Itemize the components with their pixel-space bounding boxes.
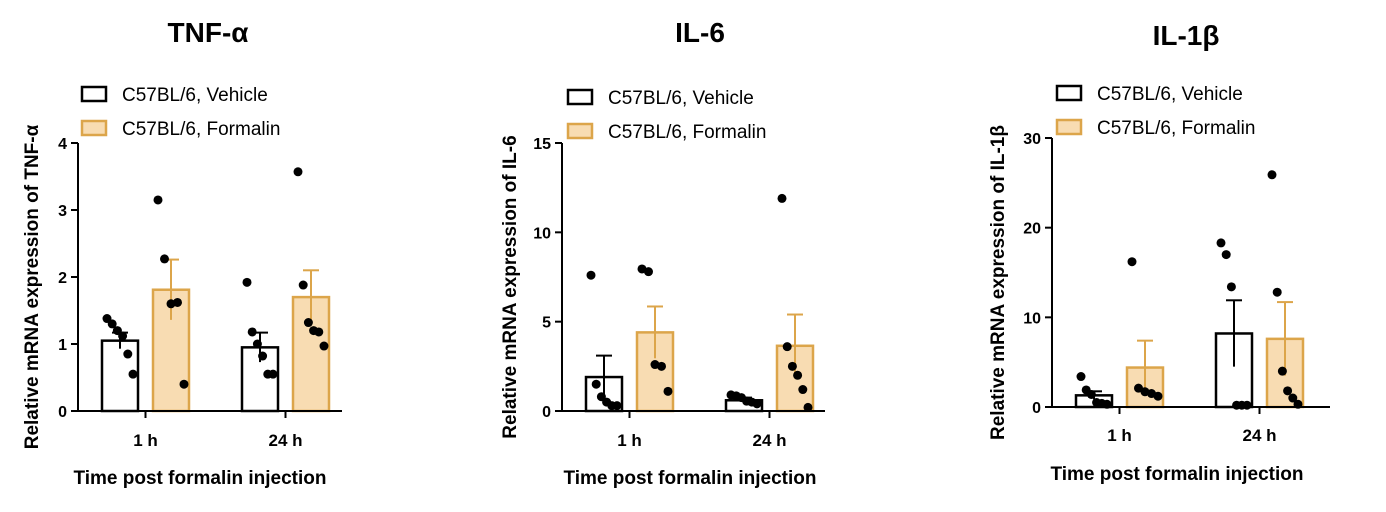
y-tick-label: 5 <box>542 315 551 332</box>
data-point <box>118 331 128 341</box>
data-point <box>123 349 133 359</box>
x-tick-label: 24 h <box>752 431 786 450</box>
y-axis-label: Relative mRNA expression of TNF-α <box>22 124 43 449</box>
legend-swatch <box>1055 118 1083 136</box>
data-point <box>153 195 163 205</box>
x-axis-label: Time post formalin injection <box>73 468 326 489</box>
legend-label: C57BL/6, Vehicle <box>122 85 268 106</box>
data-point <box>1267 170 1277 180</box>
data-point <box>319 341 329 351</box>
data-point <box>798 385 808 395</box>
data-point <box>1283 386 1293 396</box>
chart-title: IL-6 <box>675 17 725 48</box>
data-point <box>591 379 601 389</box>
y-tick-label: 20 <box>1023 221 1041 238</box>
data-point <box>803 402 813 412</box>
data-point <box>298 280 308 290</box>
data-point <box>252 339 262 349</box>
y-axis-label: Relative mRNA expression of IL-6 <box>500 135 521 438</box>
legend-swatch <box>566 88 594 106</box>
data-point <box>1153 391 1163 401</box>
chart-title: TNF-α <box>168 17 249 48</box>
legend-label: C57BL/6, Vehicle <box>1097 84 1243 105</box>
chart-title: IL-1β <box>1153 20 1220 51</box>
y-tick-label: 15 <box>533 136 551 153</box>
data-point <box>1277 366 1287 376</box>
y-tick-label: 10 <box>533 225 551 242</box>
data-point <box>644 267 653 277</box>
data-point <box>179 379 189 389</box>
data-point <box>128 369 138 379</box>
data-point <box>1216 238 1226 248</box>
data-point <box>1076 372 1086 382</box>
legend-swatch <box>566 122 594 140</box>
legend-label: C57BL/6, Vehicle <box>608 88 754 109</box>
x-axis-label: Time post formalin injection <box>1050 464 1303 485</box>
legend-label: C57BL/6, Formalin <box>608 122 766 143</box>
y-tick-label: 0 <box>542 404 551 421</box>
legend-swatch <box>80 119 108 137</box>
x-tick-label: 1 h <box>133 431 158 450</box>
data-point <box>782 342 792 352</box>
legend-label: C57BL/6, Formalin <box>122 119 280 140</box>
data-point <box>258 351 268 361</box>
data-point <box>612 401 622 411</box>
y-tick-label: 0 <box>58 404 67 421</box>
data-point <box>314 327 324 337</box>
y-tick-label: 3 <box>58 203 67 220</box>
data-point <box>586 270 596 280</box>
y-tick-label: 1 <box>58 337 67 354</box>
y-tick-label: 10 <box>1023 310 1041 327</box>
legend-swatch <box>80 85 108 103</box>
data-point <box>160 254 169 264</box>
data-point <box>107 319 117 329</box>
x-tick-label: 1 h <box>617 431 642 450</box>
y-tick-label: 2 <box>58 270 67 287</box>
data-point <box>1226 282 1236 292</box>
data-point <box>793 370 803 380</box>
y-tick-label: 30 <box>1023 131 1041 148</box>
data-point <box>1086 389 1096 399</box>
data-point <box>293 167 303 177</box>
y-tick-label: 4 <box>58 136 67 153</box>
data-point <box>787 361 797 371</box>
x-axis-label: Time post formalin injection <box>563 468 816 489</box>
data-point <box>1242 400 1252 410</box>
data-point <box>247 327 257 337</box>
data-point <box>1272 287 1282 297</box>
data-point <box>1288 393 1298 403</box>
data-point <box>173 297 182 307</box>
x-tick-label: 24 h <box>1242 426 1276 445</box>
x-tick-label: 24 h <box>268 431 302 450</box>
data-point <box>268 369 278 379</box>
legend-swatch <box>1055 84 1083 102</box>
y-tick-label: 0 <box>1032 400 1041 417</box>
data-point <box>777 193 787 203</box>
y-axis-label: Relative mRNA expression of IL-1β <box>988 125 1009 440</box>
x-tick-label: 1 h <box>1107 426 1132 445</box>
data-point <box>663 386 673 396</box>
data-point <box>242 277 252 287</box>
data-point <box>1127 257 1137 267</box>
data-point <box>657 361 666 371</box>
data-point <box>752 399 762 409</box>
data-point <box>1221 250 1231 260</box>
data-point <box>303 318 313 328</box>
legend-label: C57BL/6, Formalin <box>1097 118 1255 139</box>
